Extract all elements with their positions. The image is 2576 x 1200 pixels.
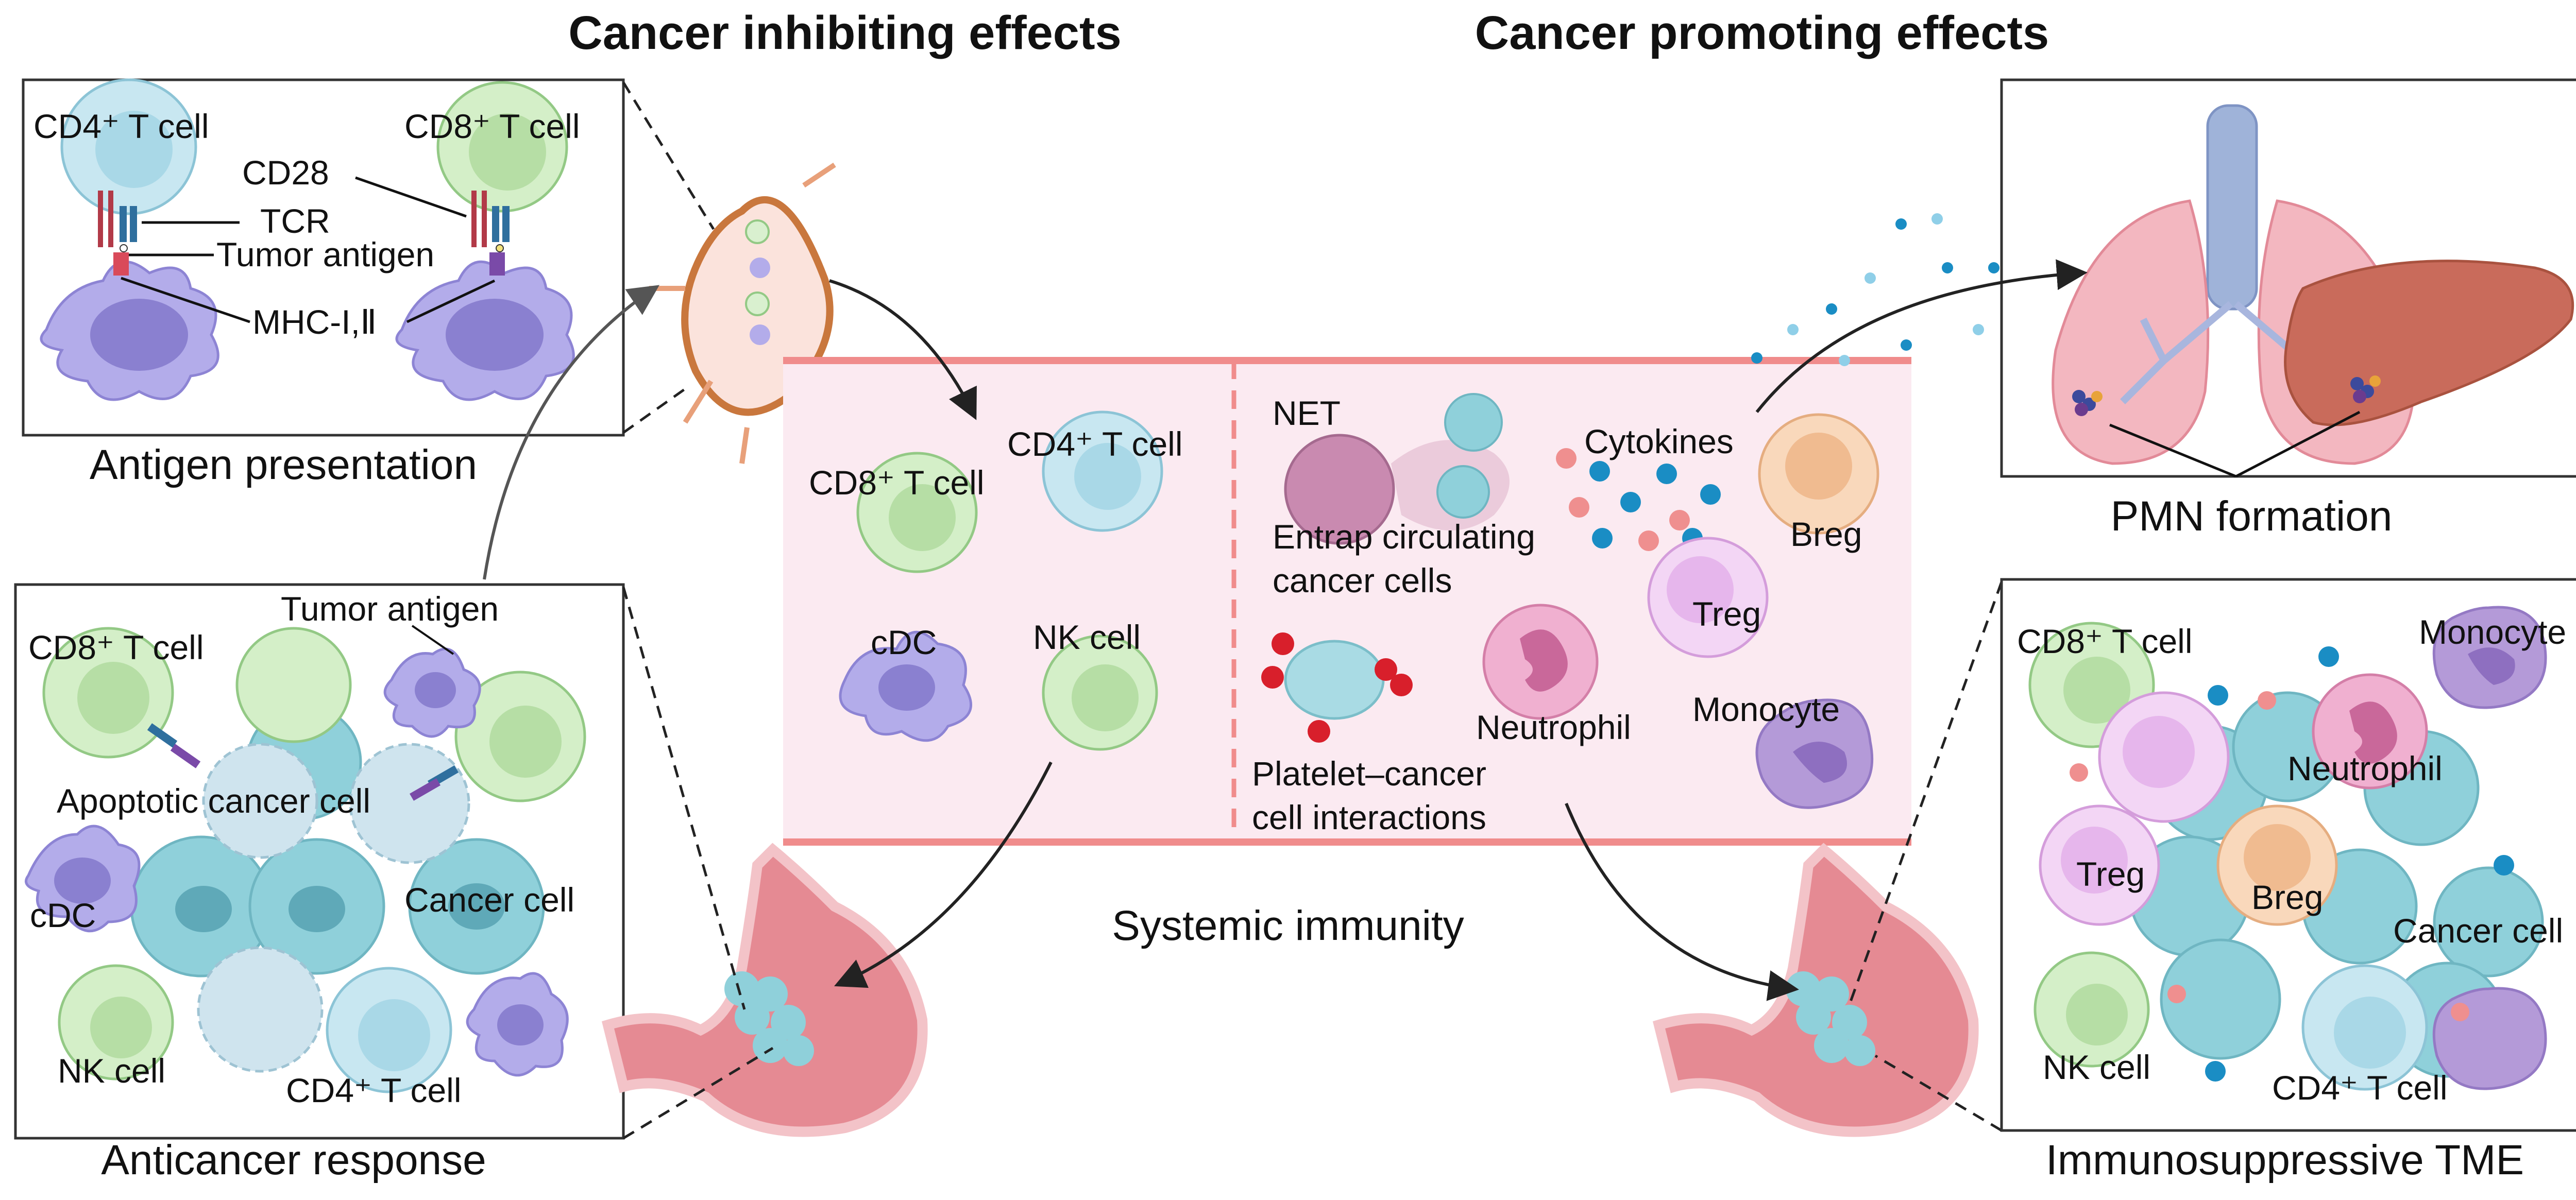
cd4-t-cell-icon <box>1042 410 1163 532</box>
tcr-receptor-icon <box>147 723 459 801</box>
breg-icon <box>2216 804 2338 926</box>
mhc-label: MHC-I,Ⅱ <box>252 303 377 341</box>
header-promoting: Cancer promoting effects <box>1475 7 2049 59</box>
tcr-label: TCR <box>260 202 330 240</box>
cd28-label: CD28 <box>242 153 329 192</box>
pmn-panel <box>2000 78 2576 478</box>
tme-monocyte-label: Monocyte <box>2419 613 2566 651</box>
stomach-icon-left <box>601 843 928 1137</box>
nk-cell-label: NK cell <box>58 1052 165 1090</box>
cdc-icon <box>839 630 972 742</box>
cytokine-dots-icon <box>1751 213 1999 366</box>
arrow-to-systemic <box>829 279 977 420</box>
tcr-receptor-icon-left <box>98 191 137 276</box>
cd4-t-cell-label: CD4⁺ T cell <box>33 107 209 145</box>
stomach-icon-right <box>1652 843 1979 1137</box>
treg-icon <box>2039 691 2230 926</box>
cdc-icon <box>25 647 569 1077</box>
cd4-t-cell-icon <box>60 78 197 215</box>
neutrophil-label: Neutrophil <box>1476 708 1631 746</box>
tumor-antigen-leader-line <box>411 625 454 655</box>
antigen-presentation-panel: CD4⁺ T cell CD8⁺ T cell CD28 TCR Tumor a… <box>22 78 625 437</box>
antigen-presentation-caption: Antigen presentation <box>90 441 477 488</box>
cd4-t-cell-label: CD4⁺ T cell <box>286 1071 462 1109</box>
apoptotic-cancer-cell-label: Apoptotic cancer cell <box>57 782 370 820</box>
pmn-caption: PMN formation <box>2111 493 2393 540</box>
cd4-t-cell-icon <box>326 967 452 1093</box>
treg-label: Treg <box>1692 595 1761 633</box>
pmn-leader-line-left <box>2109 423 2236 478</box>
cd8-t-cell-label: CD8⁺ T cell <box>404 107 580 145</box>
mhc-leader-line-left <box>121 277 250 323</box>
nk-cell-icon <box>2033 951 2150 1068</box>
systemic-immunity-caption: Systemic immunity <box>1112 902 1464 949</box>
tme-cancer-cell-label: Cancer cell <box>2393 912 2563 950</box>
zoom-line-top <box>622 81 715 230</box>
tme-breg-label: Breg <box>2251 878 2323 916</box>
cd8-t-cell-icon <box>436 81 568 213</box>
tme-neutrophil-label: Neutrophil <box>2287 749 2443 787</box>
zoom-line-left-bottom <box>622 1047 774 1140</box>
neutrophil-icon <box>1482 604 1599 720</box>
platelet-label-line1: Platelet–cancer <box>1252 755 1486 793</box>
monocyte-icon <box>1755 698 1874 809</box>
cd4-t-cell-icon <box>2301 964 2428 1091</box>
platelet-cancer-icon <box>1261 632 1413 743</box>
breg-icon <box>1758 413 1879 535</box>
zoom-line-right-bottom <box>1874 1054 2003 1132</box>
systemic-cdc-label: cDC <box>871 623 937 661</box>
cd8-t-cell-icon <box>856 452 978 573</box>
neutrophil-icon <box>2312 673 2428 790</box>
systemic-cd8-label: CD8⁺ T cell <box>809 464 985 502</box>
mhc-leader-line-right <box>406 279 496 323</box>
tme-panel: CD8⁺ T cell Monocyte Neutrophil Treg Bre… <box>2000 578 2576 1132</box>
zoom-line-right-top <box>1848 581 2003 1005</box>
metastasis-cluster-icon <box>2072 375 2381 416</box>
treg-icon <box>1647 537 1769 658</box>
tme-caption: Immunosuppressive TME <box>2046 1137 2524 1184</box>
monocyte-label: Monocyte <box>1692 690 1840 728</box>
net-label: NET <box>1273 394 1341 432</box>
cytokine-dots-icon <box>2070 646 2514 1082</box>
cdc-label: cDC <box>30 896 96 934</box>
arrow-to-pmn <box>1755 259 2088 413</box>
tumor-antigen-label: Tumor antigen <box>216 235 434 273</box>
header-inhibiting: Cancer inhibiting effects <box>568 7 1122 59</box>
tme-cd8-label: CD8⁺ T cell <box>2017 622 2193 660</box>
systemic-nk-label: NK cell <box>1033 618 1141 656</box>
monocyte-icon <box>2432 606 2547 1090</box>
zoom-line-left-top <box>622 587 746 1010</box>
tumor-antigen-label: Tumor antigen <box>281 590 499 628</box>
tme-nk-label: NK cell <box>2043 1048 2150 1086</box>
cd8-t-cell-label: CD8⁺ T cell <box>28 628 204 666</box>
apoptotic-cancer-cell-icon <box>197 743 470 1073</box>
cd28-leader-line <box>355 176 467 218</box>
cytokines-label: Cytokines <box>1584 422 1734 460</box>
tme-cd4-label: CD4⁺ T cell <box>2272 1069 2448 1107</box>
cytokines-icon <box>1556 448 1721 551</box>
nk-cell-icon <box>58 964 174 1081</box>
breg-label: Breg <box>1790 515 1862 553</box>
dendritic-cell-icon-right <box>395 260 575 401</box>
arrow-to-stomach-left <box>834 761 1053 988</box>
zoom-line-bottom <box>622 387 686 434</box>
entrap-label-line1: Entrap circulating <box>1273 518 1535 556</box>
cancer-cell-label: Cancer cell <box>404 881 574 919</box>
net-icon <box>1284 393 1510 545</box>
tcr-receptor-icon-right <box>471 191 510 276</box>
anticancer-response-caption: Anticancer response <box>101 1137 486 1184</box>
systemic-cd4-label: CD4⁺ T cell <box>1007 425 1183 463</box>
platelet-label-line2: cell interactions <box>1252 798 1486 836</box>
nk-cell-icon <box>1042 635 1158 751</box>
arrow-to-lymph-node <box>483 285 659 580</box>
entrap-label-line2: cancer cells <box>1273 561 1452 599</box>
pmn-leader-line-right <box>2235 410 2361 478</box>
tme-treg-label: Treg <box>2076 855 2145 893</box>
arrow-to-stomach-right <box>1565 802 1799 1001</box>
cd8-t-cell-icon <box>42 627 586 802</box>
anticancer-response-panel: Tumor antigen CD8⁺ T cell Apoptotic canc… <box>14 583 625 1140</box>
